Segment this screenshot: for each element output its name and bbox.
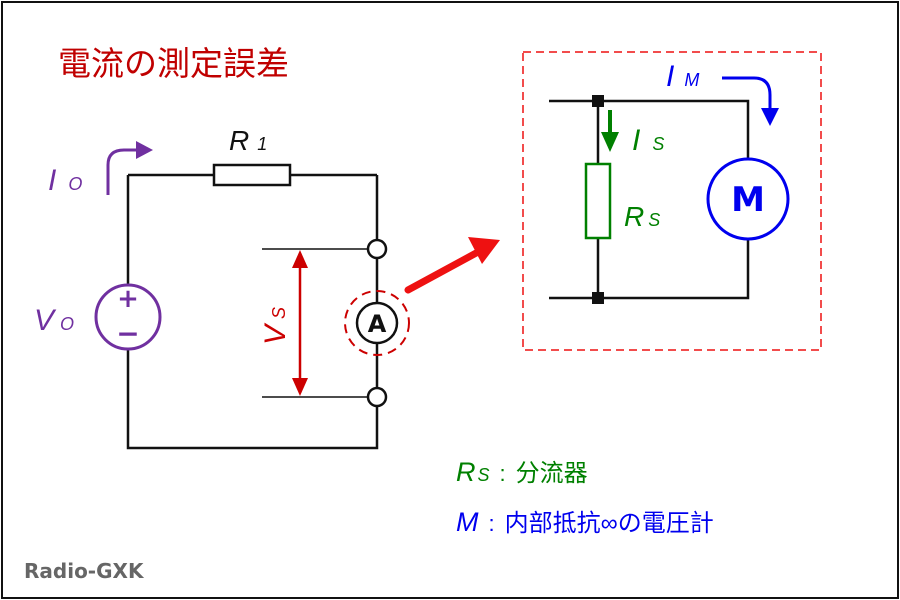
diagram-title: 電流の測定誤差 bbox=[58, 45, 289, 82]
shunt-resistor bbox=[584, 162, 612, 240]
legend-item-meter: M:内部抵抗∞の電圧計 bbox=[456, 507, 714, 537]
ammeter-letter: A bbox=[368, 310, 387, 338]
zoom-pointer-arrowhead bbox=[468, 237, 500, 264]
voltage-source-circle bbox=[94, 283, 162, 351]
resistor-r1 bbox=[212, 163, 292, 187]
junction-bottom bbox=[592, 292, 604, 304]
voltage-source bbox=[94, 283, 162, 351]
left-bottom-wire bbox=[126, 175, 379, 450]
vs-arrowhead-bottom bbox=[292, 378, 308, 396]
source-minus-sign: − bbox=[116, 317, 139, 350]
source-label: Radio-GXK bbox=[24, 559, 145, 583]
main-circuit bbox=[126, 163, 399, 450]
shunt-voltage-label: VS bbox=[259, 307, 292, 345]
vs-reference-lines bbox=[262, 248, 368, 398]
shunt-current-arrowhead bbox=[601, 132, 619, 152]
detail-box bbox=[522, 51, 822, 351]
detail-wires bbox=[549, 99, 750, 300]
vs-arrowhead-top bbox=[292, 250, 308, 268]
zoom-pointer-arrow bbox=[404, 248, 482, 294]
meter-current-arrowhead bbox=[761, 108, 779, 126]
source-plus-sign: + bbox=[117, 284, 139, 314]
meter-letter: M bbox=[731, 180, 765, 220]
meter-symbol bbox=[706, 157, 790, 241]
ammeter-highlight-circle bbox=[344, 290, 410, 356]
terminal-top bbox=[366, 238, 388, 260]
terminal-bottom bbox=[366, 386, 388, 408]
detail-circuit bbox=[549, 99, 750, 300]
source-current-arrow bbox=[106, 148, 138, 195]
junction-top bbox=[592, 95, 604, 107]
ammeter-symbol bbox=[355, 301, 399, 345]
meter-current-arrow bbox=[722, 76, 772, 110]
source-current-arrowhead bbox=[136, 141, 153, 159]
